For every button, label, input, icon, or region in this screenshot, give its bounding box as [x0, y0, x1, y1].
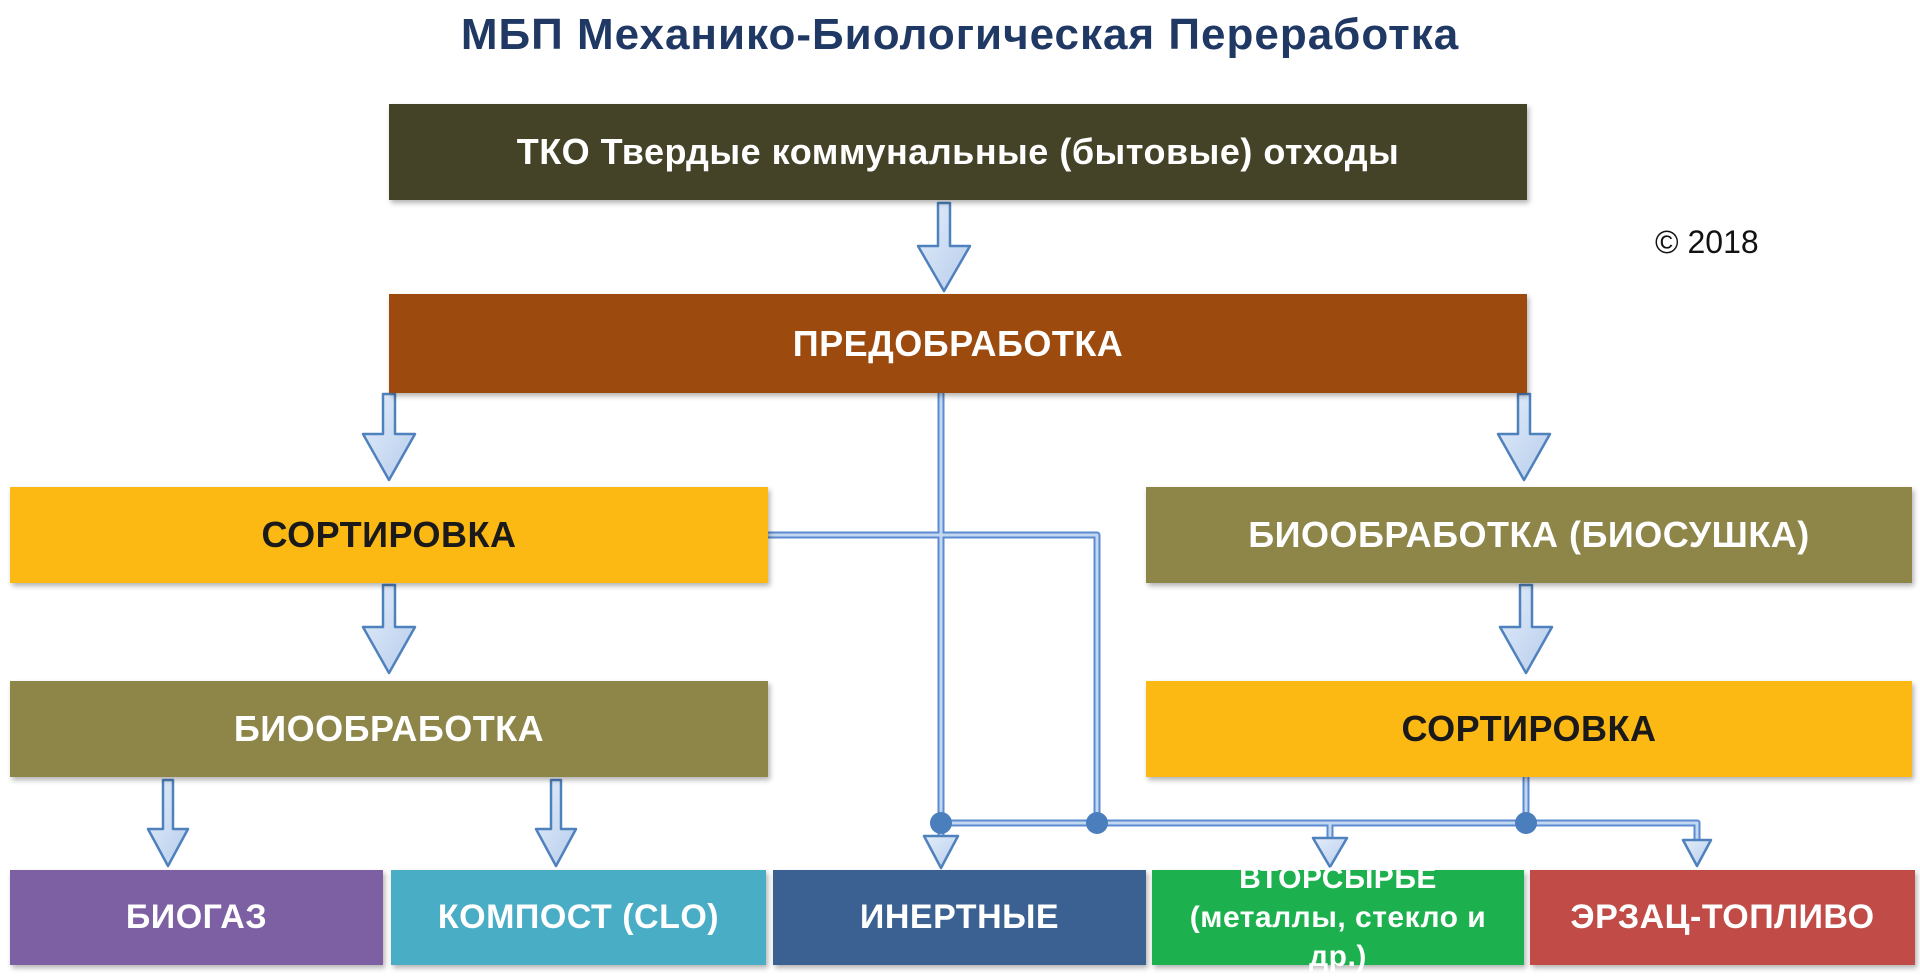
- arrow-predobrabotka-to-sortirovka-left: [361, 392, 417, 482]
- arrow-bioobrabotka-to-biogaz: [146, 778, 190, 868]
- node-kompost-clo: КОМПОСТ (CLO): [391, 870, 766, 965]
- block-arrows: [146, 201, 1713, 870]
- node-sortirovka-right: СОРТИРОВКА: [1146, 681, 1912, 777]
- node-bioobrabotka-biosushka: БИООБРАБОТКА (БИОСУШКА): [1146, 487, 1912, 583]
- arrowhead-to-inertnye: [922, 834, 960, 870]
- node-vtorsyrye: ВТОРСЫРЬЕ (металлы, стекло и др.): [1152, 862, 1524, 973]
- connector-lines: [765, 390, 1701, 846]
- node-predobrabotka: ПРЕДОБРАБОТКА: [389, 294, 1527, 393]
- node-erzac-toplivo: ЭРЗАЦ-ТОПЛИВО: [1530, 870, 1915, 965]
- arrow-predobrabotka-to-biosushka: [1496, 392, 1552, 482]
- arrow-tko-to-predobrabotka: [916, 201, 972, 293]
- node-inertnye: ИНЕРТНЫЕ: [773, 870, 1146, 965]
- junction-dots: [930, 812, 1537, 834]
- copyright-text: © 2018: [1655, 224, 1759, 260]
- node-tko: ТКО Твердые коммунальные (бытовые) отход…: [389, 104, 1527, 200]
- arrowhead-to-erzac: [1681, 838, 1713, 868]
- arrowhead-to-vtorsyrye: [1311, 836, 1349, 869]
- node-sortirovka-left: СОРТИРОВКА: [10, 487, 768, 583]
- arrow-sortirovka-to-bioobrabotka: [361, 583, 417, 675]
- diagram-title: МБП Механико-Биологическая Переработка: [460, 10, 1460, 59]
- node-bioobrabotka-left: БИООБРАБОТКА: [10, 681, 768, 777]
- arrow-bioobrabotka-to-kompost: [534, 778, 578, 868]
- arrow-biosushka-to-sortirovka: [1498, 583, 1554, 675]
- node-biogaz: БИОГАЗ: [10, 870, 383, 965]
